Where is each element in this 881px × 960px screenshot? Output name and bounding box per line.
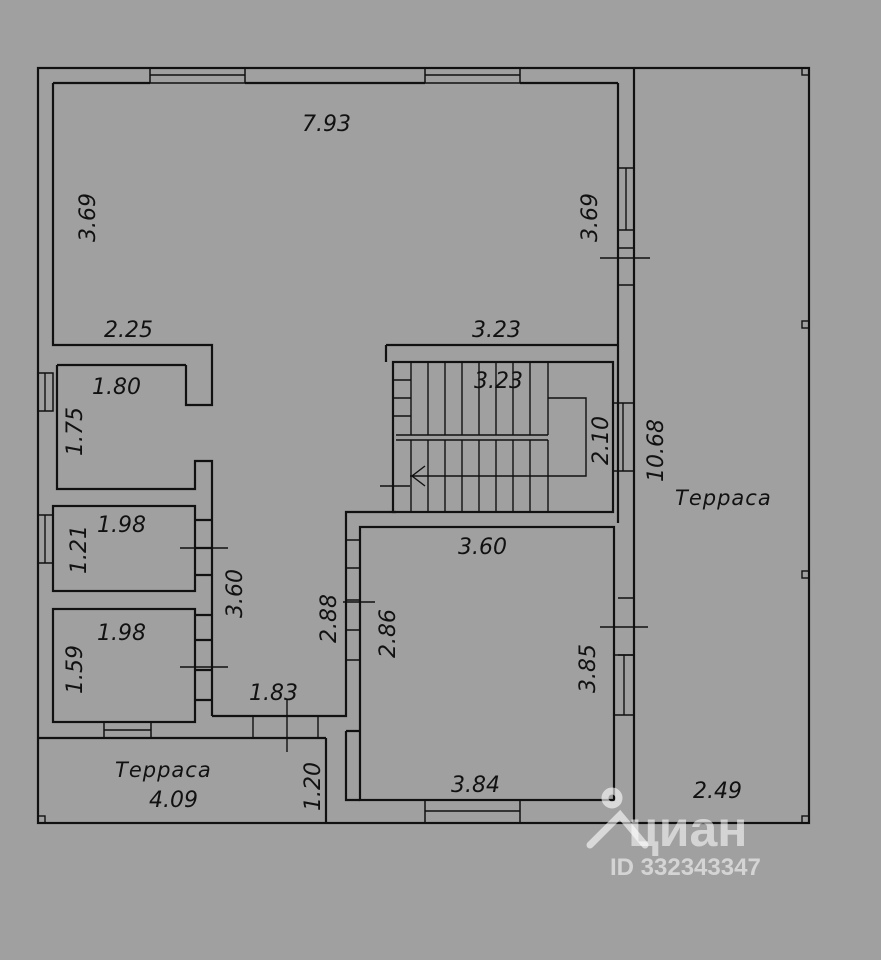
window-bedroom-bottom [424, 799, 521, 824]
window-room1 [37, 372, 54, 412]
dim-bedroom-right: 3.85 [576, 644, 601, 693]
window-top-right [424, 67, 521, 84]
dim-terrace-bottom-width: 4.09 [149, 788, 198, 813]
dim-living-width: 7.93 [302, 112, 351, 137]
exterior-walls [36, 66, 811, 825]
dim-corridor-width: 1.83 [249, 681, 298, 706]
dim-living-right-height: 3.69 [578, 193, 603, 242]
dim-room3-height: 1.59 [63, 645, 88, 694]
window-bedroom-right [613, 654, 635, 716]
corridor-walls [195, 510, 396, 738]
dim-corridor-height: 3.60 [223, 569, 248, 618]
dim-bedroom-top: 3.60 [458, 535, 507, 560]
bedroom [344, 525, 648, 802]
window-top-left [149, 67, 246, 84]
dim-room1-width: 1.80 [92, 375, 141, 400]
window-stair [612, 402, 635, 472]
room-1 [55, 363, 214, 716]
doors [180, 247, 650, 752]
dim-terrace-right-width: 2.49 [693, 779, 742, 804]
cian-logo-icon [586, 787, 649, 849]
label-terrace-right: Терраса [675, 486, 772, 510]
dim-stair-width: 3.23 [474, 369, 523, 394]
terrace-posts [37, 67, 810, 824]
dim-terrace-bottom-depth: 1.20 [301, 762, 326, 811]
watermark-id: ID 332343347 [610, 854, 761, 881]
dim-bedroom-bottom: 3.84 [451, 773, 500, 798]
dim-room2-height: 1.21 [67, 525, 92, 574]
label-terrace-bottom: Терраса [115, 758, 212, 782]
dim-room3-width: 1.98 [97, 621, 146, 646]
window-living-right [617, 167, 635, 231]
windows [37, 67, 635, 824]
dim-room1-height: 1.75 [63, 407, 88, 456]
dim-living-bottom-left: 2.25 [104, 318, 153, 343]
dim-living-bottom-right: 3.23 [472, 318, 521, 343]
window-room3 [103, 721, 152, 739]
dim-terrace-right-length: 10.68 [644, 419, 669, 482]
dimension-labels: 7.93 3.69 3.69 2.25 3.23 3.23 2.10 1.80 … [63, 112, 742, 813]
staircase [380, 360, 615, 514]
window-room2 [37, 514, 54, 564]
watermark: циан ID 332343347 [586, 787, 761, 881]
dim-stair-height: 2.10 [589, 416, 614, 465]
dim-hall-left: 2.88 [317, 594, 342, 643]
watermark-brand: циан [628, 801, 747, 857]
dim-living-left-height: 3.69 [76, 193, 101, 242]
dim-room2-width: 1.98 [97, 513, 146, 538]
dim-bedroom-left: 2.86 [376, 609, 401, 658]
